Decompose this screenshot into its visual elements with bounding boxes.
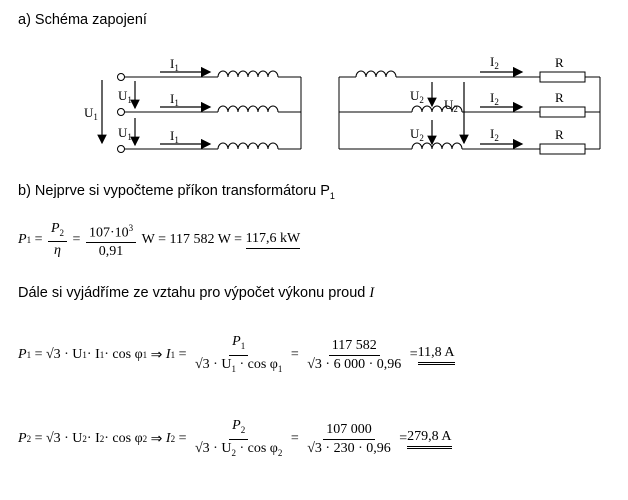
svg-text:U1: U1	[118, 125, 132, 142]
svg-text:I1: I1	[170, 91, 179, 108]
svg-text:R: R	[555, 55, 564, 70]
fraction-values: 107·103 0,91	[85, 220, 137, 261]
svg-text:R: R	[555, 90, 564, 105]
svg-text:I1: I1	[170, 128, 179, 145]
section-b-title: b) Nejprve si vypočteme příkon transform…	[18, 183, 335, 201]
primary-coils	[217, 70, 302, 150]
svg-text:I1: I1	[170, 56, 179, 73]
primary-terminals	[117, 73, 125, 153]
primary-line-voltage-arrow: U1	[84, 80, 107, 145]
svg-text:I2: I2	[490, 54, 499, 71]
secondary-coils	[338, 70, 540, 150]
formula2-result: 11,8 A	[417, 345, 455, 365]
secondary-phase-voltage-arrows	[427, 82, 469, 146]
svg-text:R: R	[555, 127, 564, 142]
secondary-current-labels: I2 I2 I2	[490, 54, 499, 143]
formula1-result: 117,6 kW	[245, 231, 301, 249]
svg-text:U2: U2	[410, 126, 424, 143]
svg-text:U2: U2	[444, 97, 458, 114]
secondary-phase-voltage-labels: U2 U2 U2	[410, 88, 458, 143]
svg-text:U1: U1	[118, 88, 132, 105]
primary-current-arrows	[160, 66, 212, 150]
fraction-p2-eta: P2 η	[47, 221, 68, 260]
svg-text:U2: U2	[410, 88, 424, 105]
formula3-result: 279,8 A	[407, 429, 452, 449]
svg-text:I2: I2	[490, 90, 499, 107]
section-c-title: Dále si vyjádříme ze vztahu pro výpočet …	[18, 285, 375, 301]
secondary-current-arrows	[480, 66, 524, 150]
primary-phase-voltage-labels: U1 U1	[118, 88, 132, 142]
svg-text:I2: I2	[490, 126, 499, 143]
transformer-wiring-diagram: I1 I1 I1 U1 U1 U1	[84, 54, 601, 155]
primary-current-labels: I1 I1 I1	[170, 56, 179, 145]
svg-text:U1: U1	[84, 105, 98, 122]
section-a-title: a) Schéma zapojení	[18, 12, 147, 28]
load-resistors: R R R	[539, 55, 601, 155]
